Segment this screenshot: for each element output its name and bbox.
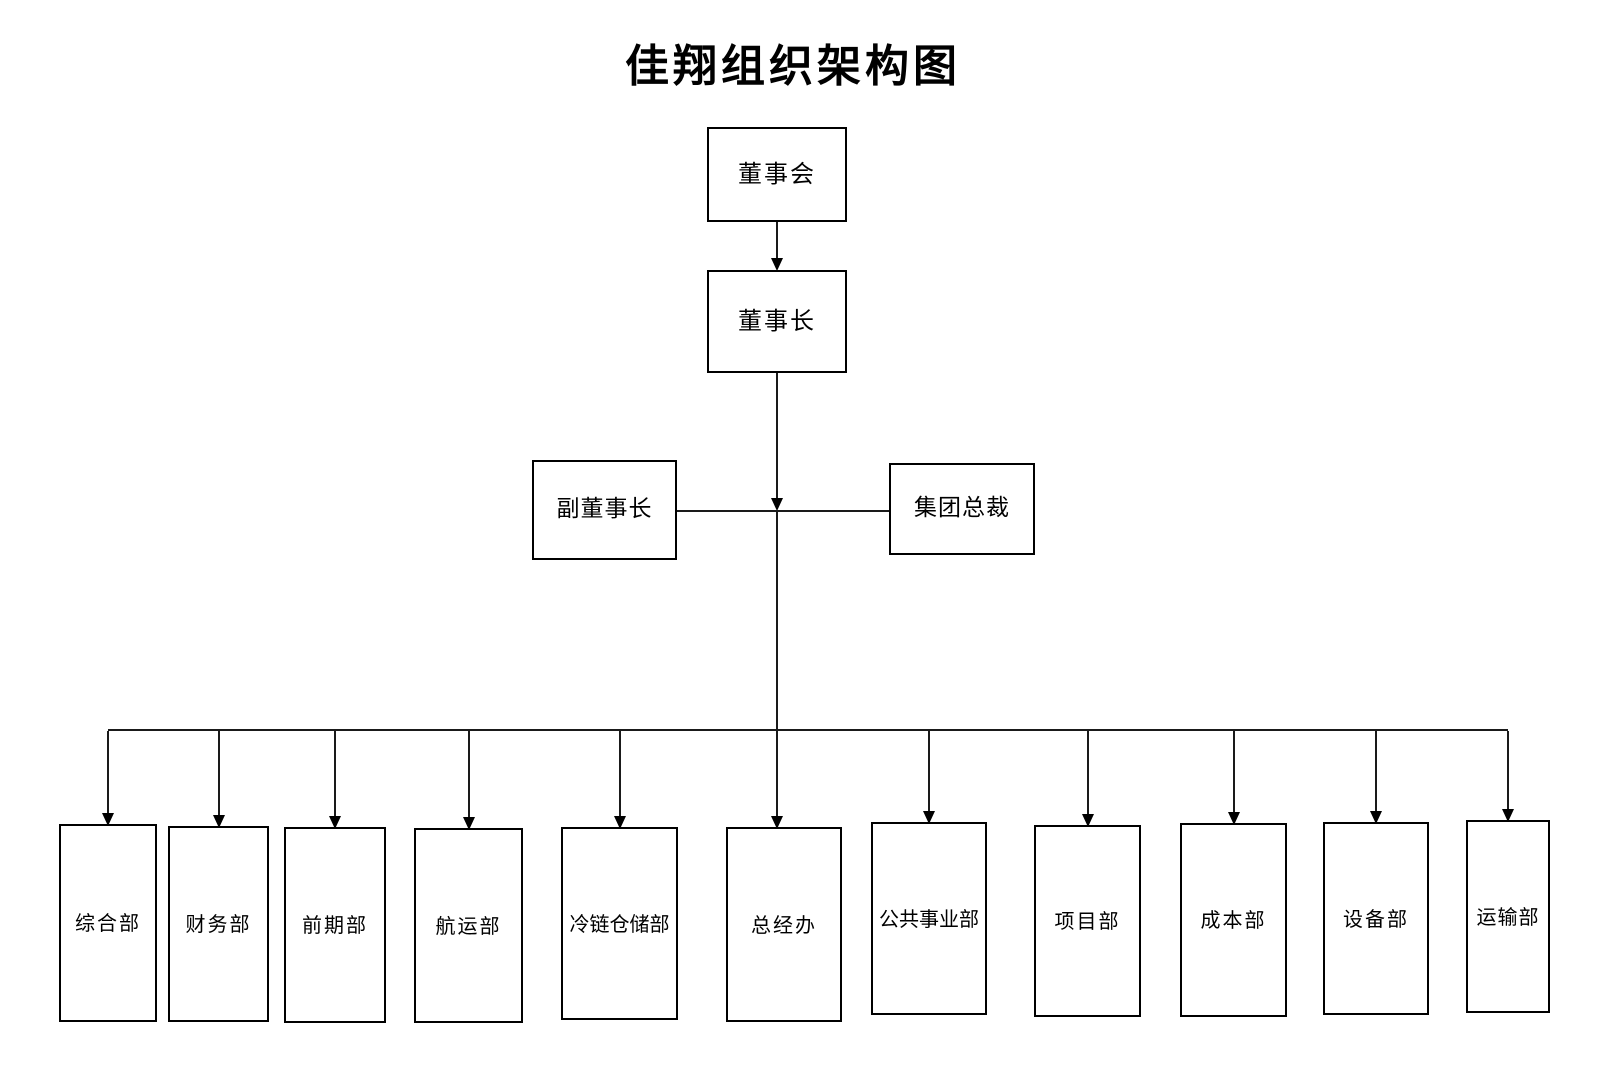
org-node-general-affairs-dept: 综合部 <box>59 824 157 1022</box>
org-node-group-president: 集团总裁 <box>889 463 1035 555</box>
edge-bus-to-shipping-dept <box>468 731 470 817</box>
org-node-vice-chairman: 副董事长 <box>532 460 677 560</box>
org-node-label-preliminary-dept: 前期部 <box>302 913 368 937</box>
org-node-gm-office: 总经办 <box>726 827 842 1022</box>
edge-bus-to-preliminary-dept <box>334 731 336 816</box>
org-node-cold-chain-warehouse-dept: 冷链仓储部 <box>561 827 678 1020</box>
arrow-head-chairman <box>771 258 783 271</box>
arrow-head-equipment-dept <box>1370 811 1382 824</box>
org-node-board: 董事会 <box>707 127 847 222</box>
arrow-head-project-dept <box>1082 814 1094 827</box>
edge-bus-to-equipment-dept <box>1375 731 1377 811</box>
org-node-label-cost-dept: 成本部 <box>1200 908 1267 932</box>
org-node-label-vice-chairman: 副董事长 <box>556 496 653 523</box>
org-node-chairman: 董事长 <box>707 270 847 373</box>
org-node-label-cold-chain-warehouse-dept: 冷链仓储部 <box>569 911 670 936</box>
org-node-label-shipping-dept: 航运部 <box>435 913 502 938</box>
edge-vice-chairman-president <box>677 510 889 512</box>
edge-bus-to-transportation-dept <box>1507 731 1509 809</box>
org-node-label-chairman: 董事长 <box>738 307 816 336</box>
edge-bus-to-general-affairs-dept <box>107 731 109 813</box>
edge-junction-to-bus <box>776 510 778 731</box>
org-node-transportation-dept: 运输部 <box>1466 820 1550 1013</box>
org-node-public-utilities-dept: 公共事业部 <box>871 822 987 1015</box>
org-node-label-transportation-dept: 运输部 <box>1476 904 1540 929</box>
arrow-head-public-utilities-dept <box>923 811 935 824</box>
org-node-label-project-dept: 项目部 <box>1054 909 1121 933</box>
org-node-shipping-dept: 航运部 <box>414 828 523 1023</box>
arrow-head-cold-chain-warehouse-dept <box>614 816 626 829</box>
org-node-label-equipment-dept: 设备部 <box>1343 906 1409 931</box>
arrow-head-junction <box>771 498 783 511</box>
arrow-head-preliminary-dept <box>329 816 341 829</box>
edge-bus-to-finance-dept <box>218 731 220 815</box>
org-node-label-board: 董事会 <box>738 160 816 189</box>
org-node-finance-dept: 财务部 <box>168 826 269 1022</box>
org-node-label-group-president: 集团总裁 <box>914 495 1010 522</box>
org-node-cost-dept: 成本部 <box>1180 823 1287 1017</box>
arrow-head-shipping-dept <box>463 817 475 830</box>
edge-chairman-to-junction <box>776 373 778 498</box>
org-node-project-dept: 项目部 <box>1034 825 1141 1017</box>
edge-bus-to-project-dept <box>1087 731 1089 814</box>
edge-department-bus <box>108 729 1508 731</box>
org-node-label-general-affairs-dept: 综合部 <box>75 911 141 935</box>
edge-bus-to-gm-office <box>776 731 778 816</box>
edge-bus-to-cost-dept <box>1233 731 1235 812</box>
arrow-head-transportation-dept <box>1502 809 1514 822</box>
edge-board-to-chairman <box>776 222 778 258</box>
arrow-head-finance-dept <box>213 815 225 828</box>
edge-bus-to-public-utilities-dept <box>928 731 930 811</box>
org-node-label-gm-office: 总经办 <box>751 912 817 937</box>
arrow-head-gm-office <box>771 816 783 829</box>
arrow-head-cost-dept <box>1228 812 1240 825</box>
edge-bus-to-cold-chain-warehouse-dept <box>619 731 621 816</box>
org-node-label-finance-dept: 财务部 <box>185 912 252 936</box>
arrow-head-general-affairs-dept <box>102 813 114 826</box>
page-title: 佳翔组织架构图 <box>625 41 961 92</box>
org-node-equipment-dept: 设备部 <box>1323 822 1429 1015</box>
org-node-label-public-utilities-dept: 公共事业部 <box>879 906 979 931</box>
org-node-preliminary-dept: 前期部 <box>284 827 386 1023</box>
